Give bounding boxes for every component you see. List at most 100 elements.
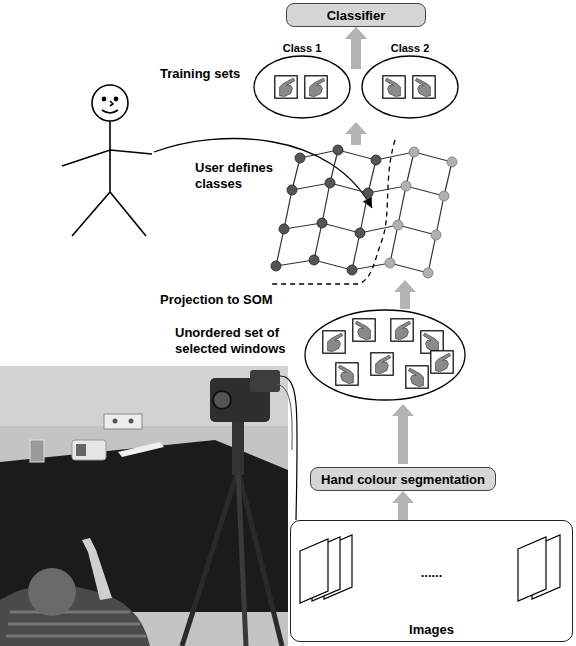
- window-set: [336, 363, 358, 385]
- class-set: Class 1: [252, 42, 352, 120]
- som-unit-class2: [431, 230, 441, 240]
- som-unit-class1: [355, 228, 365, 238]
- classifier-box: Classifier: [286, 3, 426, 27]
- class-ellipse: [360, 54, 460, 120]
- user-figure: [92, 85, 128, 121]
- process-box: Hand colour segmentation: [310, 467, 496, 491]
- lab-photo: [238, 470, 282, 646]
- window-set: [431, 351, 453, 373]
- flow-arrow: [345, 27, 367, 64]
- lab-photo: [72, 440, 106, 460]
- user-figure: [102, 97, 105, 100]
- som-grid: [314, 150, 338, 260]
- lab-photo: [28, 568, 76, 616]
- som-unit-class2: [423, 268, 433, 278]
- lab-photo: [238, 470, 246, 646]
- flow-arrow: [392, 491, 414, 520]
- som-grid: [390, 152, 414, 263]
- node-text: Class 2: [360, 42, 460, 54]
- arrow-head: [345, 27, 367, 39]
- user-figure: [62, 85, 152, 236]
- som-unit-class1: [279, 224, 289, 234]
- lab-photo: [0, 366, 297, 646]
- flow-arrow: [345, 122, 416, 464]
- user-pointer: [154, 138, 372, 208]
- flow-arrow: [392, 404, 414, 464]
- lab-photo: [104, 414, 142, 429]
- lab-photo: [182, 470, 238, 646]
- node-text: Hand colour segmentation: [321, 472, 485, 487]
- som-unit-class2: [439, 191, 449, 201]
- side-label: Projection to SOM: [160, 292, 294, 308]
- side-label: Training sets: [160, 66, 250, 82]
- som-unit-class1: [271, 145, 381, 275]
- user-figure: [102, 110, 118, 113]
- flow-arrow: [394, 280, 416, 309]
- lab-photo: [30, 440, 44, 462]
- window-set: [305, 310, 465, 400]
- window-set: [391, 319, 413, 341]
- som-unit-class2: [409, 147, 419, 157]
- side-label: User defines classes: [195, 160, 287, 192]
- window-set: [406, 366, 428, 388]
- lab-photo: [213, 391, 231, 409]
- som-unit-class1: [333, 145, 343, 155]
- window-set: [421, 331, 443, 353]
- user-figure: [62, 150, 152, 166]
- lab-photo: [250, 370, 280, 392]
- lab-photo: [276, 384, 292, 450]
- arrow-shaft: [356, 38, 360, 64]
- hand-window: [413, 76, 435, 98]
- image-frames: [518, 537, 546, 601]
- lab-photo: [0, 366, 288, 426]
- class-ellipse: [252, 54, 352, 120]
- lab-photo: [113, 419, 118, 424]
- lab-photo: [232, 420, 244, 475]
- class-ellipse: [254, 56, 350, 118]
- som-unit-class2: [447, 157, 457, 167]
- som-grid: [352, 160, 376, 270]
- window-set: [323, 331, 345, 353]
- som-grid: [428, 162, 452, 273]
- som-unit-class1: [287, 185, 297, 195]
- som-unit-class2: [385, 258, 395, 268]
- side-label: Unordered set of selected windows: [175, 325, 301, 357]
- flow-arrow: [345, 27, 367, 64]
- lab-photo: [118, 442, 164, 457]
- window-set: [353, 319, 375, 341]
- arrow-shaft: [398, 502, 408, 520]
- som-unit-class1: [325, 178, 335, 188]
- class-boundary: [270, 140, 395, 284]
- class-ellipse: [362, 56, 458, 118]
- hand-window: [383, 76, 405, 98]
- som-unit-class1: [295, 153, 305, 163]
- arrow-head: [392, 491, 414, 503]
- flow-arrow: [345, 122, 367, 145]
- node-text: Images: [291, 622, 572, 637]
- window-set: [371, 353, 393, 375]
- image-frames: [300, 539, 328, 603]
- som-unit-class1: [371, 155, 381, 165]
- som-unit-class1: [363, 188, 373, 198]
- lab-photo: [76, 444, 86, 456]
- lab-photo: [129, 419, 134, 424]
- som-unit-class2: [385, 147, 457, 278]
- som-grid: [276, 158, 300, 266]
- image-source-box: ...... Images: [290, 520, 573, 642]
- arrow-head: [345, 27, 367, 39]
- som-unit-class1: [309, 255, 319, 265]
- node-text: Classifier: [327, 8, 386, 23]
- window-set: [305, 310, 465, 400]
- lab-photo: [0, 366, 288, 646]
- lab-photo: [6, 612, 146, 636]
- user-figure: [114, 97, 117, 100]
- hand-window: [275, 76, 297, 98]
- node-text: Class 1: [252, 42, 352, 54]
- som-unit-class1: [347, 265, 357, 275]
- hand-window: [305, 76, 327, 98]
- user-figure: [110, 101, 113, 106]
- som-grid: [276, 150, 452, 273]
- ellipsis-text: ......: [291, 565, 572, 580]
